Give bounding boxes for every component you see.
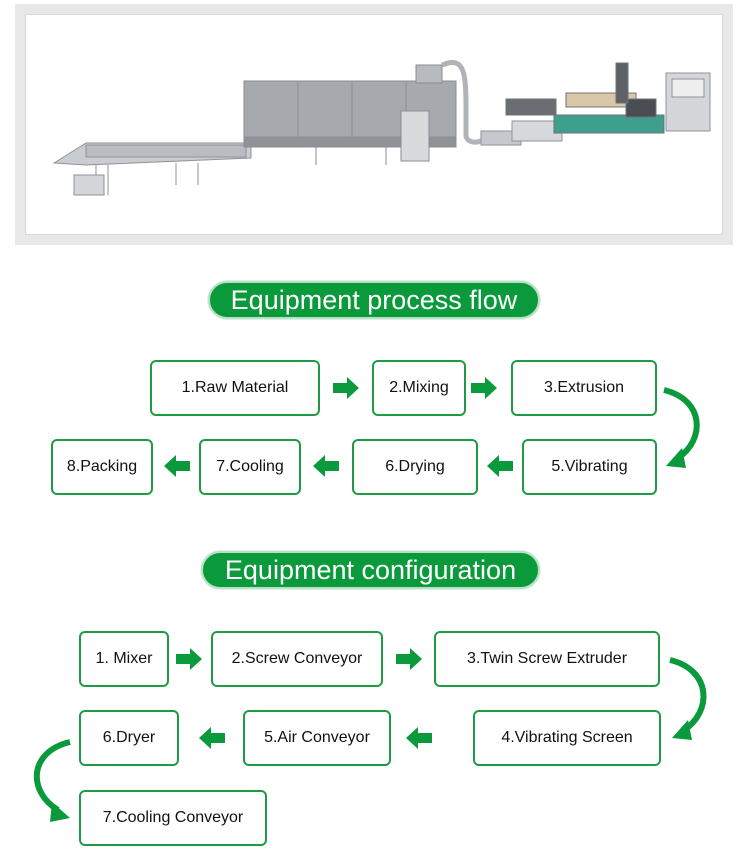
config-step-mixer: 1. Mixer — [79, 631, 169, 687]
process-step-drying: 6.Drying — [352, 439, 478, 495]
process-step-mixing: 2.Mixing — [372, 360, 466, 416]
curved-arrow-icon — [669, 657, 707, 733]
arrow-right-icon — [333, 377, 359, 399]
config-step-air-conveyor: 5.Air Conveyor — [243, 710, 391, 766]
product-photo — [25, 14, 723, 235]
curved-arrow-icon — [663, 387, 700, 461]
arrow-left-icon — [313, 455, 339, 477]
arrow-right-icon — [396, 648, 422, 670]
process-step-extrusion: 3.Extrusion — [511, 360, 657, 416]
config-step-twin-screw-extruder: 3.Twin Screw Extruder — [434, 631, 660, 687]
curved-arrow-icon — [33, 739, 71, 813]
process-step-vibrating: 5.Vibrating — [522, 439, 657, 495]
process-step-cooling: 7.Cooling — [199, 439, 301, 495]
config-step-dryer: 6.Dryer — [79, 710, 179, 766]
arrow-left-icon — [199, 727, 225, 749]
config-step-screw-conveyor: 2.Screw Conveyor — [211, 631, 383, 687]
extruder-machine-line-illustration — [52, 60, 711, 196]
process-step-raw-material: 1.Raw Material — [150, 360, 320, 416]
config-step-cooling-conveyor: 7.Cooling Conveyor — [79, 790, 267, 846]
arrow-right-icon — [471, 377, 497, 399]
arrow-left-icon — [164, 455, 190, 477]
arrow-left-icon — [487, 455, 513, 477]
process-flow-title: Equipment process flow — [208, 281, 540, 319]
configuration-title: Equipment configuration — [201, 551, 540, 589]
arrow-right-icon — [176, 648, 202, 670]
config-step-vibrating-screen: 4.Vibrating Screen — [473, 710, 661, 766]
process-step-packing: 8.Packing — [51, 439, 153, 495]
product-photo-frame — [15, 4, 733, 245]
arrow-left-icon — [406, 727, 432, 749]
